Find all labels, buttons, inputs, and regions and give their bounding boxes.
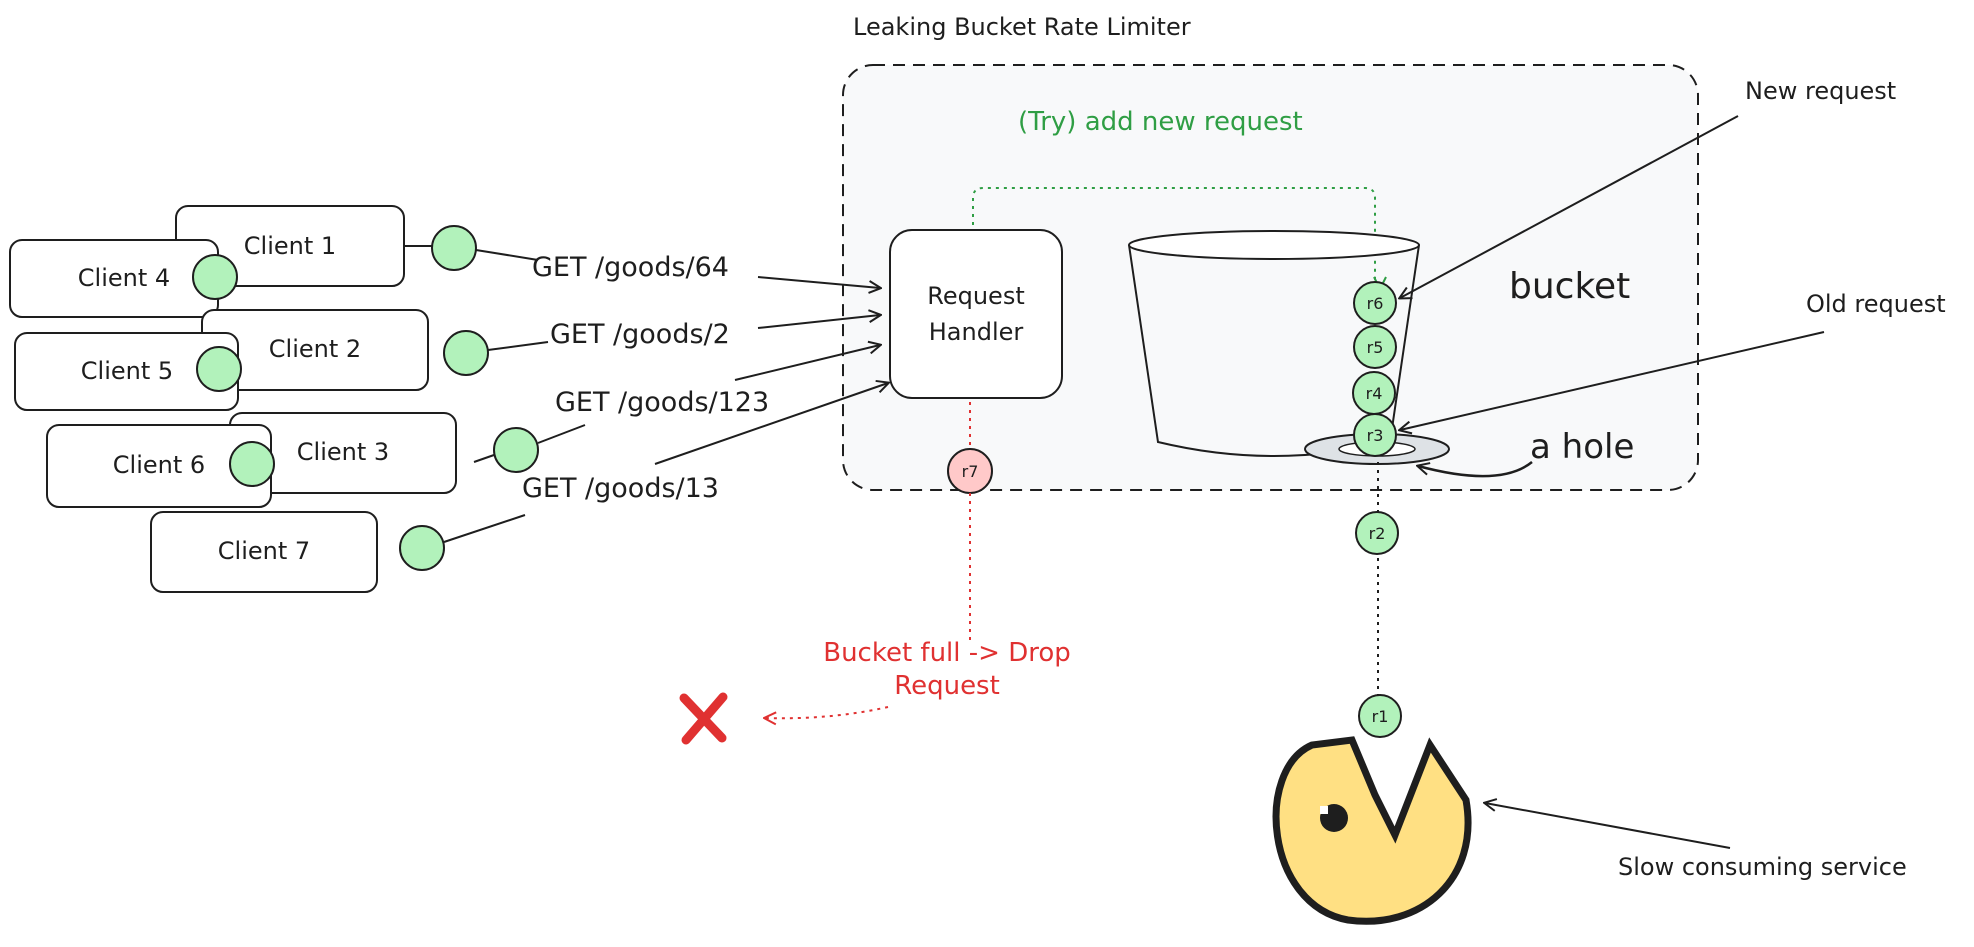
request-dot	[493, 427, 539, 473]
svg-text:r7: r7	[962, 462, 979, 481]
request-arrow	[734, 345, 880, 381]
svg-text:r5: r5	[1367, 338, 1384, 357]
request-arrow	[757, 315, 880, 329]
svg-text:r3: r3	[1367, 426, 1384, 445]
handler-label-line2: Handler	[929, 318, 1024, 346]
client-label: Client 4	[78, 264, 170, 292]
request-dot	[399, 525, 445, 571]
request-dot	[192, 254, 238, 300]
hole-label: a hole	[1530, 427, 1634, 467]
request-label: GET /goods/64	[532, 252, 729, 283]
request-arrow	[757, 276, 880, 288]
request-line	[475, 249, 539, 261]
client-label: Client 1	[244, 232, 336, 260]
client-label: Client 6	[113, 451, 205, 479]
request-arrow	[654, 383, 888, 465]
dropped-item: r7	[947, 448, 993, 494]
bucket-item: r5	[1353, 325, 1397, 369]
request-label: GET /goods/13	[522, 473, 719, 504]
request-line	[443, 514, 526, 543]
drop-x-icon	[679, 692, 728, 745]
try-add-path	[972, 187, 1375, 283]
bucket-label: bucket	[1509, 266, 1630, 307]
svg-text:r6: r6	[1367, 294, 1384, 313]
consumer-arrow	[1485, 803, 1731, 849]
bucket-item: r3	[1353, 413, 1397, 457]
try-add-label: (Try) add new request	[1018, 107, 1303, 137]
new-request-label: New request	[1745, 77, 1896, 105]
client-label: Client 2	[269, 335, 361, 363]
request-dot	[196, 346, 242, 392]
client-box: Client 5	[14, 332, 239, 411]
request-dot	[443, 330, 489, 376]
new-request-arrow	[1400, 115, 1739, 298]
request-line	[537, 424, 586, 444]
client-label: Client 3	[297, 438, 389, 466]
leaked-item: r1	[1358, 694, 1402, 738]
drop-label-line2: Request	[894, 671, 1000, 701]
drop-label-line1: Bucket full -> Drop	[823, 638, 1071, 668]
handler-label-line1: Request	[927, 282, 1025, 310]
request-handler-box	[889, 229, 1063, 399]
request-dot	[431, 225, 477, 271]
client-box: Client 4	[9, 239, 219, 318]
client-box: Client 3	[229, 412, 457, 494]
pacman-icon	[1272, 736, 1472, 925]
client-label: Client 7	[218, 537, 310, 565]
request-label: GET /goods/123	[555, 387, 769, 418]
client-label: Client 5	[81, 357, 173, 385]
bucket-item: r6	[1353, 281, 1397, 325]
client-box: Client 6	[46, 424, 272, 508]
svg-text:r1: r1	[1372, 707, 1389, 726]
bucket-item: r4	[1352, 371, 1396, 415]
consumer-label: Slow consuming service	[1618, 853, 1907, 881]
old-request-arrow	[1400, 331, 1825, 430]
old-request-label: Old request	[1806, 290, 1946, 318]
svg-text:r4: r4	[1366, 384, 1383, 403]
drop-arrow	[765, 706, 889, 718]
request-dot	[229, 441, 275, 487]
client-box: Client 7	[150, 511, 378, 593]
leaked-item: r2	[1355, 511, 1399, 555]
diagram-title: Leaking Bucket Rate Limiter	[853, 13, 1191, 41]
hole-arrow	[1418, 461, 1533, 478]
request-line	[487, 341, 549, 351]
svg-text:r2: r2	[1369, 524, 1386, 543]
request-line	[473, 454, 495, 463]
request-label: GET /goods/2	[550, 319, 730, 350]
